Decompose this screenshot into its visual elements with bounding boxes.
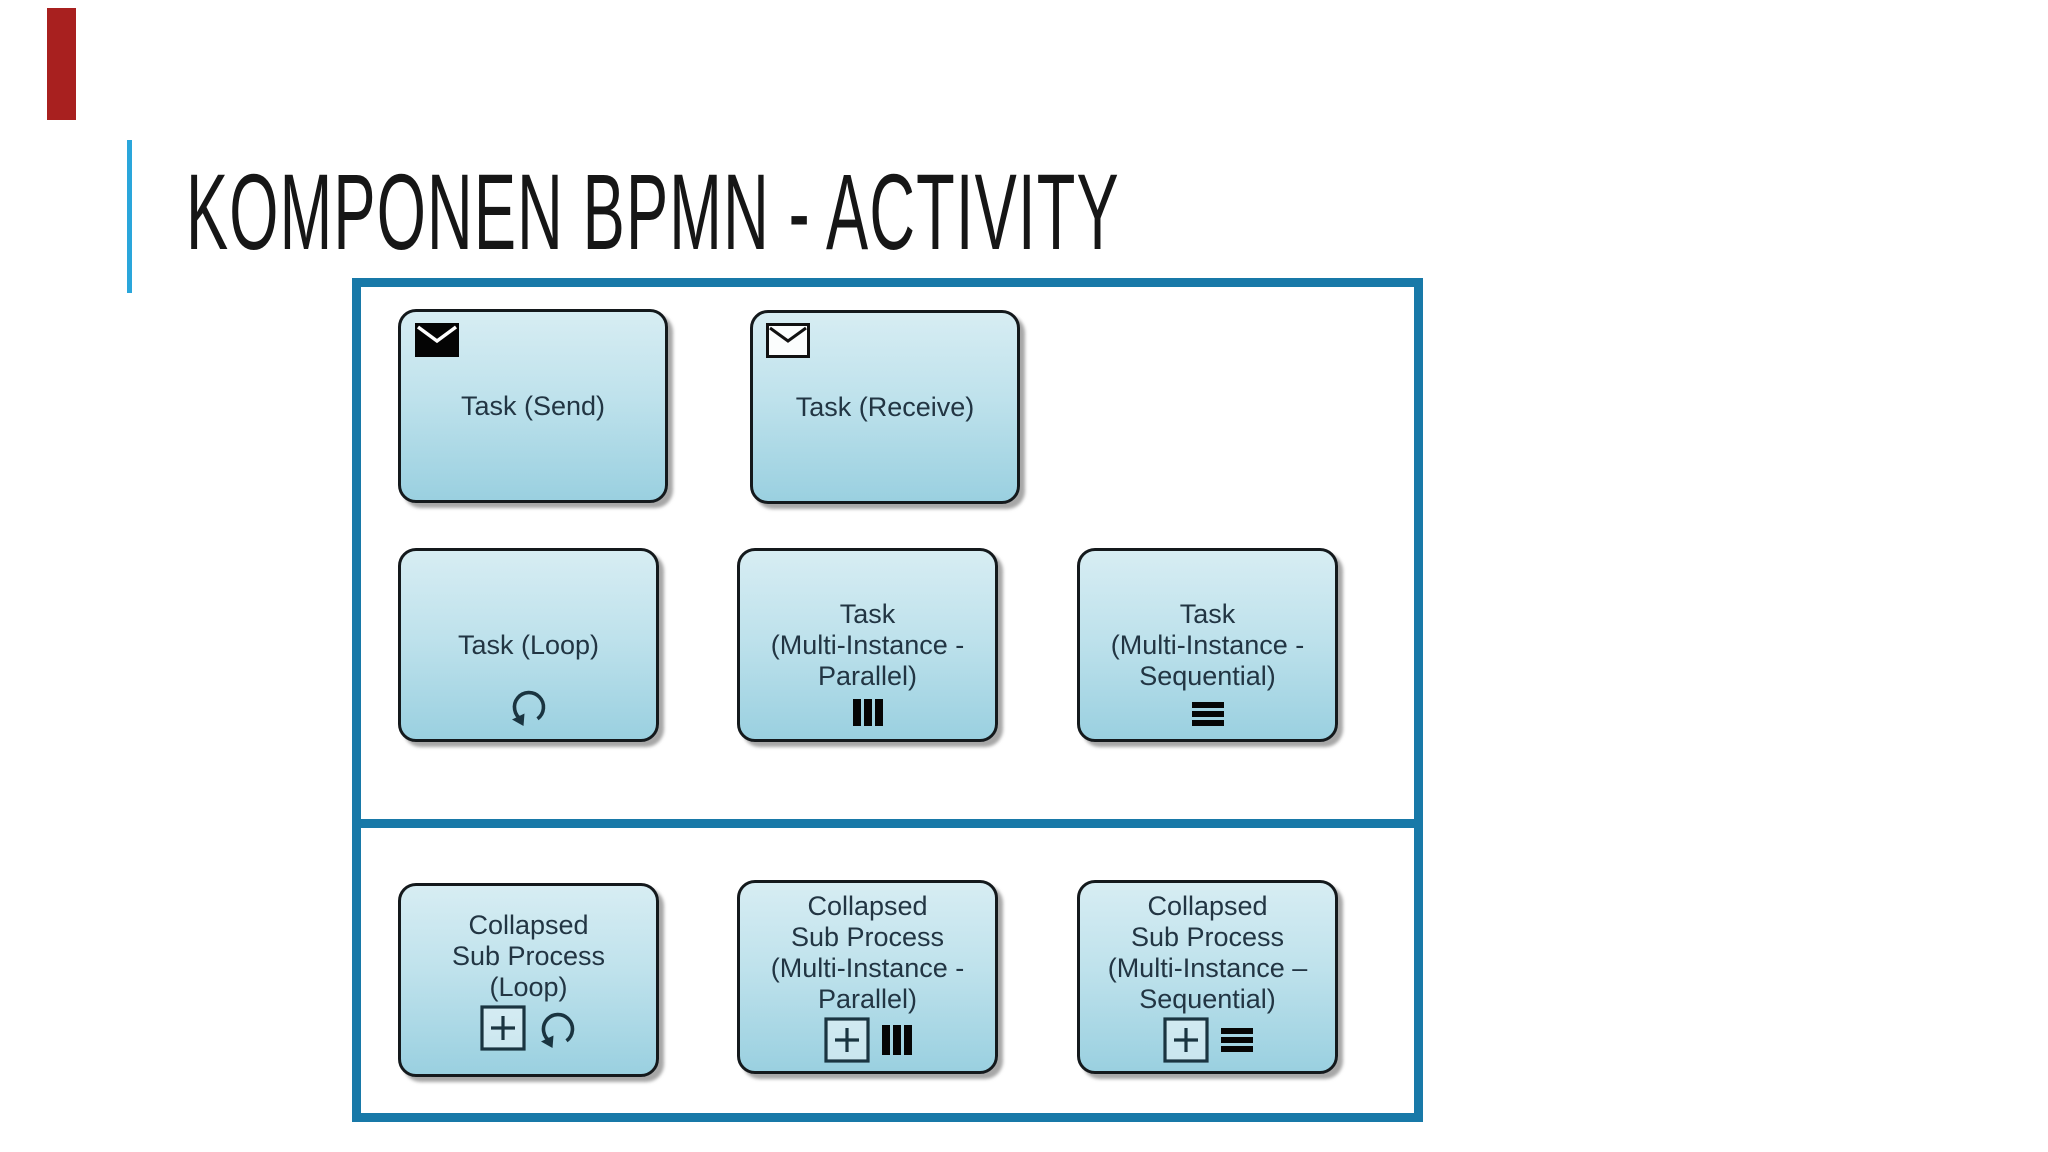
- loop-icon: [509, 686, 549, 726]
- task-label: Task (Receive): [795, 391, 975, 422]
- task-label: Collapsed Sub Process (Loop): [451, 909, 606, 1002]
- collapsed-sub-process-multi-instance-parallel-box: Collapsed Sub Process (Multi-Instance - …: [737, 880, 998, 1074]
- multi-instance-parallel-icon: [881, 1025, 912, 1055]
- task-label: Task (Send): [460, 390, 606, 421]
- loop-icon: [538, 1008, 578, 1048]
- collapsed-sub-process-loop-box: Collapsed Sub Process (Loop): [398, 883, 659, 1077]
- corner-red-accent: [47, 8, 76, 120]
- task-multi-instance-sequential-box: Task (Multi-Instance - Sequential): [1077, 548, 1338, 742]
- multi-instance-sequential-icon: [1191, 702, 1224, 726]
- collapsed-sub-process-multi-instance-sequential-box: Collapsed Sub Process (Multi-Instance – …: [1077, 880, 1338, 1074]
- task-label: Task (Multi-Instance - Parallel): [770, 598, 965, 691]
- multi-instance-sequential-icon: [1220, 1028, 1253, 1052]
- title-accent-line: [127, 140, 132, 293]
- task-multi-instance-parallel-box: Task (Multi-Instance - Parallel): [737, 548, 998, 742]
- task-receive-box: Task (Receive): [750, 310, 1020, 504]
- sub-process-plus-icon: [823, 1017, 870, 1063]
- page-title: KOMPONEN BPMN - ACTIVITY: [186, 151, 1120, 272]
- sub-process-plus-icon: [479, 1004, 526, 1051]
- sub-process-plus-icon: [1162, 1017, 1209, 1063]
- task-label: Task (Loop): [457, 629, 600, 660]
- task-loop-box: Task (Loop): [398, 548, 659, 742]
- message-outline-icon: [766, 323, 810, 358]
- diagram-section-divider: [352, 819, 1423, 828]
- task-label: Task (Multi-Instance - Sequential): [1110, 598, 1305, 691]
- multi-instance-parallel-icon: [852, 699, 883, 726]
- task-label: Collapsed Sub Process (Multi-Instance – …: [1107, 891, 1308, 1014]
- task-label: Collapsed Sub Process (Multi-Instance - …: [770, 891, 965, 1014]
- task-send-box: Task (Send): [398, 309, 668, 503]
- message-filled-icon: [414, 322, 460, 358]
